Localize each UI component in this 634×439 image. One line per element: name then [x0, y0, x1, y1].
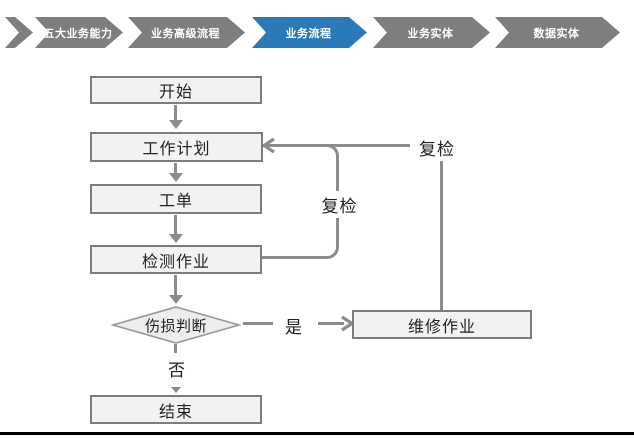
breadcrumb-item-label: 业务流程 [285, 27, 332, 40]
bottom-border [0, 432, 634, 435]
connector-recheck-outer-vertical [440, 147, 443, 310]
breadcrumb-item-advanced-process[interactable]: 业务高级流程 [128, 17, 245, 48]
breadcrumb-lead-chevron-icon [5, 17, 33, 48]
connector-recheck-horizontal [262, 144, 443, 147]
arrow-down-icon [169, 295, 183, 304]
flow-node-label: 结束 [158, 403, 193, 421]
breadcrumb-item-label: 业务高级流程 [151, 27, 220, 40]
flow-node-label: 开始 [158, 84, 193, 101]
connector-start-plan [174, 105, 177, 122]
edge-label-yes: 是 [281, 314, 307, 337]
flow-node-label: 维修作业 [407, 318, 476, 336]
arrow-down-icon [169, 173, 183, 182]
breadcrumb-item-five-capabilities[interactable]: 五大业务能力 [35, 17, 123, 48]
arrow-left-icon [261, 137, 275, 154]
edge-label-no: 否 [164, 357, 190, 380]
flow-node-work-order: 工单 [90, 184, 262, 214]
arrow-down-small-icon [171, 387, 181, 393]
edge-label-recheck-inner: 复检 [315, 191, 364, 218]
arrow-down-icon [169, 234, 183, 243]
breadcrumb-item-label: 五大业务能力 [43, 27, 113, 40]
diamond-shape-icon [110, 306, 242, 344]
connector-decision-end-stub [174, 344, 177, 353]
breadcrumb-item-business-entity[interactable]: 业务实体 [373, 17, 490, 48]
flow-node-inspection: 检测作业 [90, 245, 262, 274]
breadcrumb-item-business-process[interactable]: 业务流程 [252, 17, 367, 48]
connector-decision-yes-dash [243, 322, 273, 325]
flow-node-end: 结束 [90, 395, 262, 424]
breadcrumb-item-label: 业务实体 [407, 27, 454, 40]
flow-node-label: 工单 [158, 193, 193, 210]
arrow-down-icon [169, 120, 183, 129]
breadcrumb-item-data-entity[interactable]: 数据实体 [495, 17, 620, 48]
breadcrumb-item-label: 数据实体 [533, 27, 580, 40]
flow-node-start: 开始 [90, 76, 262, 104]
connector-inspection-decision [174, 275, 177, 297]
flow-node-label: 检测作业 [141, 253, 210, 271]
flow-node-label: 工作计划 [142, 141, 211, 158]
flow-node-work-plan: 工作计划 [90, 132, 263, 162]
flow-node-label: 伤损判断 [144, 317, 207, 335]
connector-yes-repair [318, 322, 344, 325]
flow-node-damage-decision: 伤损判断 [110, 306, 242, 344]
connector-order-inspection [174, 215, 177, 236]
connector-plan-order [174, 163, 177, 175]
flow-node-repair: 维修作业 [352, 310, 532, 339]
edge-label-recheck-outer: 复检 [410, 133, 464, 161]
